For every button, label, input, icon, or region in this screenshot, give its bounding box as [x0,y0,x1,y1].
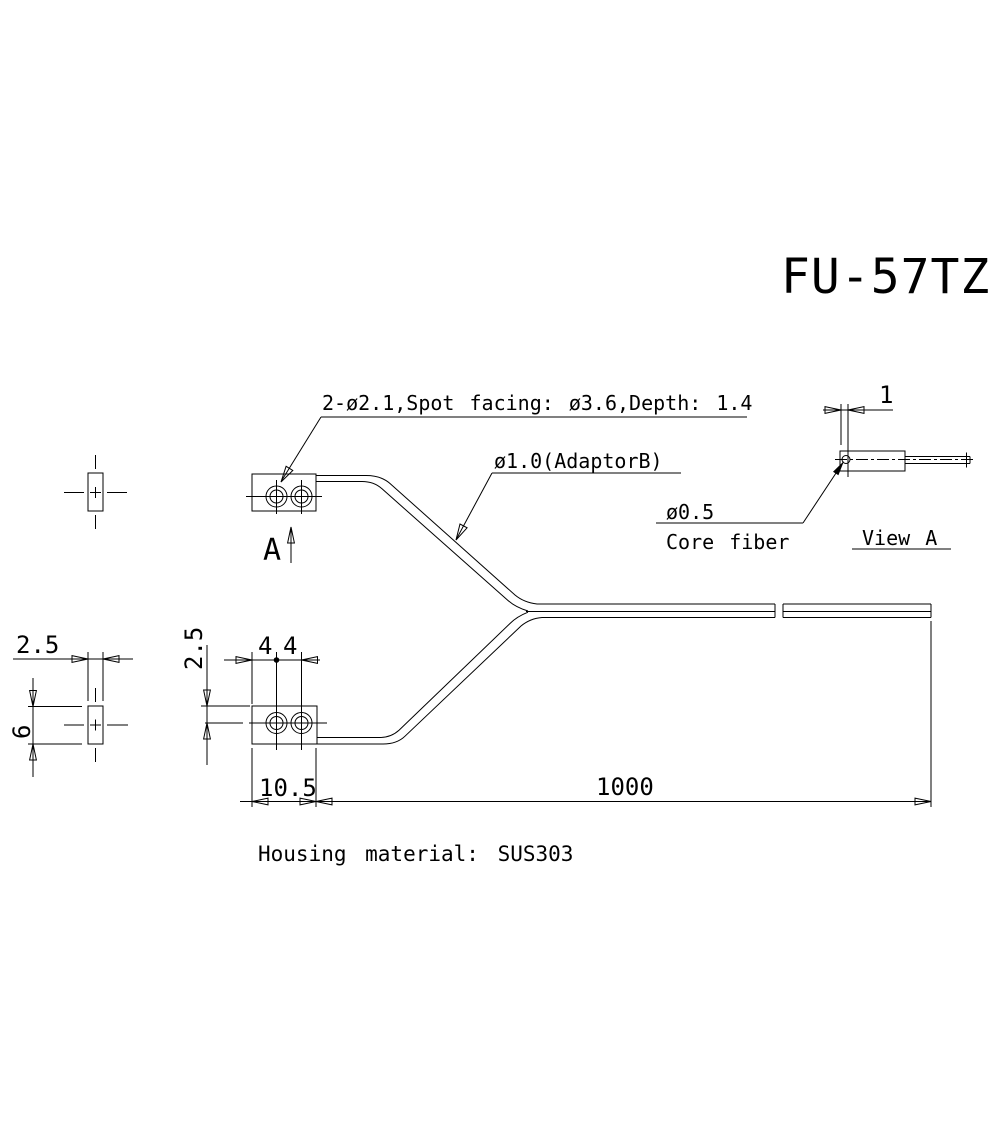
adaptor-annotation: ø1.0(AdaptorB) [494,449,663,473]
fiber-cable [316,475,932,745]
arrowhead [301,655,318,665]
arrowhead [102,654,120,664]
holes-annotation: 2-ø2.1,Spot facing: ø3.6,Depth: 1.4 [322,391,752,415]
leader-line [456,472,493,539]
dim-hole-pitch-b: 4 [283,632,297,660]
ferrule-body [839,450,906,472]
arrowhead [847,405,865,415]
drawing-title: FU-57TZ [781,249,990,305]
arrowhead [235,655,253,665]
cable-top-outer [316,475,775,605]
leader-arrowhead [280,465,294,483]
leader-arrowhead [455,523,468,541]
end-view-top [64,455,127,529]
leader-line [281,416,322,481]
arrowhead [202,689,212,707]
dimension-dot [273,657,280,663]
cable-top-inner [316,481,529,612]
housing-bottom: 4 4 2.5 [180,627,327,765]
view-a-label: View A [862,526,937,550]
material-note: Housing material: SUS303 [258,842,573,866]
cable-bottom-inner [317,611,529,738]
dim-fiber-protrusion: 1 [879,381,893,409]
arrowhead [251,797,269,806]
arrowhead [914,797,932,806]
core-diameter-label: ø0.5 [666,500,714,524]
arrowhead [202,722,212,740]
arrowhead [71,654,89,664]
arrowhead [28,690,38,707]
arrowhead [28,743,38,761]
arrowhead [315,797,333,806]
end-view-bottom-body [87,705,104,745]
housing-bottom-body [251,705,318,745]
dim-end-height: 6 [8,725,36,739]
annotations: 2-ø2.1,Spot facing: ø3.6,Depth: 1.4 ø1.0… [280,391,951,554]
view-a-detail: 1 [823,381,975,477]
arrowhead [299,797,317,806]
arrowhead [824,405,842,415]
core-fiber-circle [841,455,851,464]
cable-bottom-outer [317,617,775,745]
end-view-top-body [87,472,104,512]
dim-hole-offset: 2.5 [180,627,208,670]
leader-arrowhead [833,461,844,476]
length-dimensions: 10.5 1000 [240,621,932,807]
section-a-label: A [263,533,281,568]
core-fiber-label: Core fiber [666,530,789,554]
dim-end-width: 2.5 [16,631,59,659]
dim-hole-pitch-a: 4 [258,632,272,660]
view-direction-arrowhead [286,526,296,544]
dim-housing-length: 10.5 [259,774,317,802]
end-view-bottom: 2.5 6 [8,631,133,777]
dim-fiber-length: 1000 [596,773,654,801]
housing-top: A [246,473,322,568]
